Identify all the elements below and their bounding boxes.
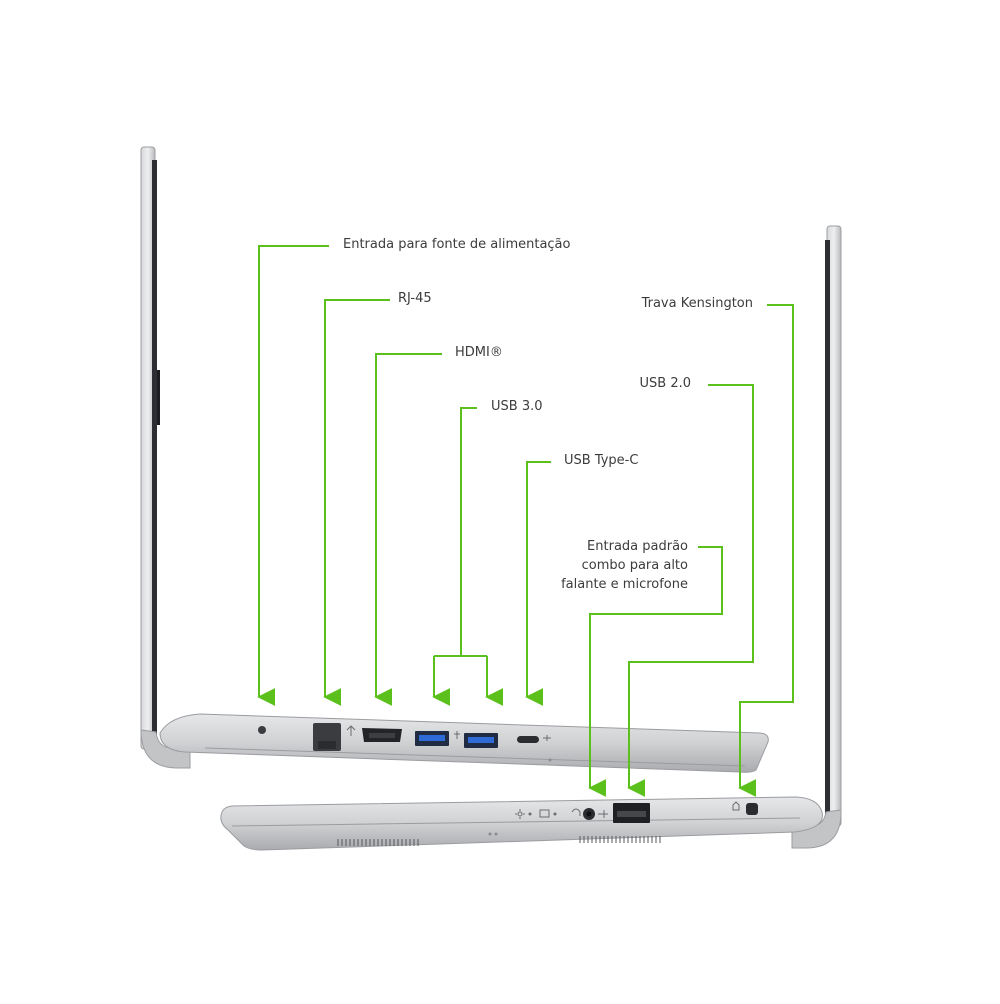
- left-screen-edge: [152, 160, 157, 740]
- power-port: [258, 726, 266, 734]
- rj45-port-latch: [318, 741, 336, 749]
- usb2-port-tongue: [617, 811, 646, 817]
- callout-line-audio: [588, 546, 723, 797]
- left-lid-button: [157, 370, 160, 425]
- speaker-grille: [337, 836, 661, 846]
- left-indicator-dot: [548, 758, 552, 762]
- usb-symbol-icon: [598, 810, 608, 818]
- label-audio-line-2: combo para alto: [581, 558, 688, 573]
- battery-indicator-icon: [539, 809, 550, 818]
- right-indicator-dot-2: [494, 832, 498, 836]
- lock-icon: [732, 801, 740, 811]
- label-audio-combo: Entrada padrão combo para alto falante e…: [561, 537, 688, 594]
- label-usb2: USB 2.0: [639, 376, 692, 391]
- label-audio-line-1: Entrada padrão: [587, 539, 688, 554]
- right-indicator-dot-1: [488, 832, 492, 836]
- label-hdmi: HDMI®: [455, 345, 503, 360]
- label-kensington: Trava Kensington: [641, 296, 753, 311]
- label-usbc: USB Type-C: [564, 453, 639, 468]
- callout-line-kensington: [738, 304, 794, 797]
- usb3-port-1-tongue: [419, 735, 445, 741]
- left-laptop: [140, 146, 769, 773]
- headset-icon: [571, 808, 581, 816]
- callout-line-hdmi: [374, 353, 442, 706]
- usbc-symbol-icon: [543, 735, 551, 741]
- callout-line-power: [257, 245, 329, 706]
- callout-line-usb2: [627, 384, 754, 797]
- usbc-port: [517, 736, 539, 743]
- usb3-port-2-tongue: [468, 737, 494, 743]
- label-usb3: USB 3.0: [491, 399, 543, 414]
- callout-line-usbc: [525, 461, 551, 706]
- battery-led: [553, 812, 557, 816]
- right-hinge: [791, 809, 842, 849]
- left-hinge: [140, 729, 191, 769]
- sun-indicator-icon: [515, 809, 525, 819]
- label-rj45: RJ-45: [398, 291, 432, 306]
- network-icon: [346, 725, 356, 736]
- label-power-input: Entrada para fonte de alimentação: [343, 237, 571, 252]
- power-led: [528, 812, 532, 816]
- hdmi-port-inner: [369, 733, 395, 738]
- right-base-seam: [231, 817, 801, 827]
- callout-line-usb3-stem: [460, 407, 477, 656]
- usb-ss-icon: [454, 731, 460, 739]
- left-base-seam: [204, 747, 746, 767]
- callout-line-rj45: [323, 299, 390, 706]
- callout-lines: [257, 245, 794, 797]
- right-laptop: [220, 225, 842, 851]
- right-base: [220, 796, 823, 851]
- kensington-slot: [746, 803, 758, 815]
- right-screen-edge: [825, 240, 830, 820]
- label-audio-line-3: falante e microfone: [561, 577, 688, 592]
- audio-jack-hole: [586, 811, 592, 817]
